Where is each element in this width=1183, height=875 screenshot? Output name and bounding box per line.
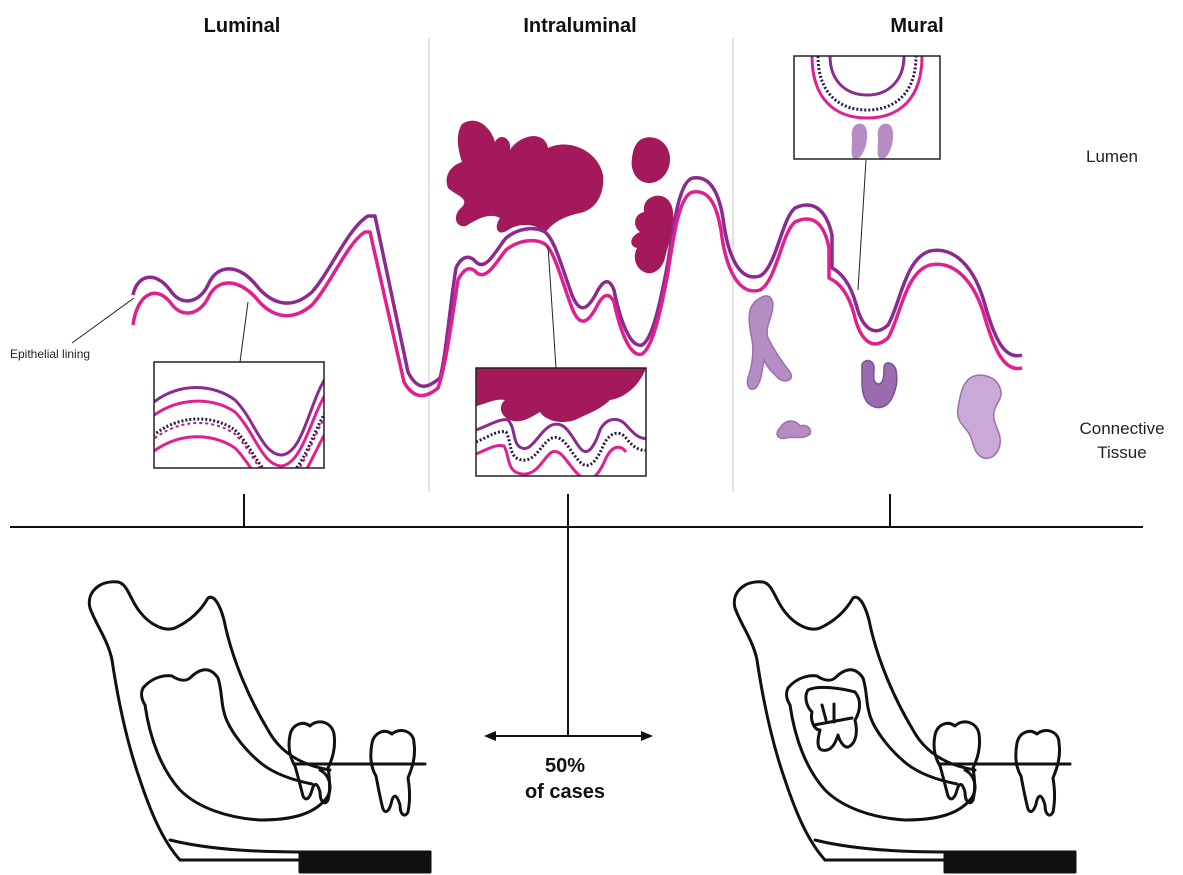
label-epithelial-lining: Epithelial lining <box>10 347 90 361</box>
mural-island-large <box>958 375 1001 458</box>
label-lumen: Lumen <box>1086 147 1138 166</box>
luminal-inset <box>150 362 336 494</box>
intraluminal-inset <box>476 368 648 479</box>
mandible-left-illustration <box>89 582 430 872</box>
stat-percentage: 50% <box>545 755 585 777</box>
mural-callout-leader <box>858 160 866 290</box>
heading-mural: Mural <box>890 15 943 37</box>
intraluminal-tumor-mass-small <box>632 137 670 183</box>
label-connective: Connective <box>1079 419 1164 438</box>
mural-island-small <box>777 421 810 438</box>
mural-island-y-shape <box>747 296 791 389</box>
mandible-right-illustration <box>734 582 1075 872</box>
mural-island-u-shape <box>862 361 897 408</box>
mural-inset <box>794 56 940 159</box>
heading-intraluminal: Intraluminal <box>523 15 636 37</box>
luminal-callout-leader <box>240 302 248 362</box>
intraluminal-tumor-mass-large <box>447 121 604 233</box>
label-tissue: Tissue <box>1097 443 1146 462</box>
stat-caption: of cases <box>525 781 605 803</box>
heading-luminal: Luminal <box>204 15 281 37</box>
epithelial-leader-line <box>72 298 134 343</box>
